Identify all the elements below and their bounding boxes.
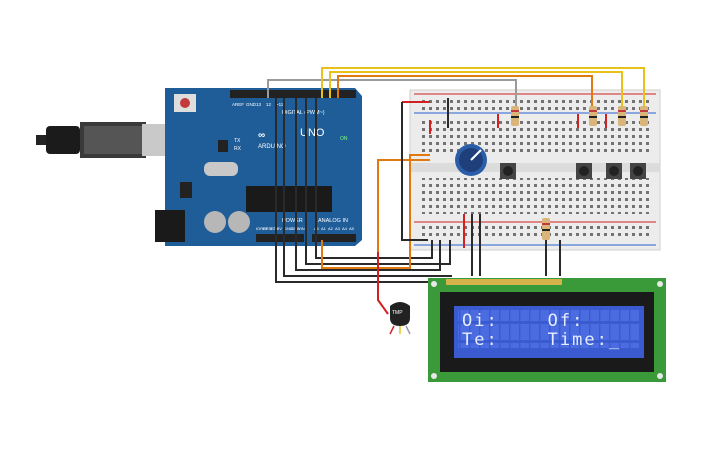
tx-label: TX [234, 138, 241, 144]
gnd-label: GND [246, 102, 257, 107]
potentiometer[interactable] [455, 144, 487, 176]
resistor-4[interactable] [640, 106, 648, 126]
analog-header[interactable] [312, 234, 356, 242]
lcd-module[interactable] [428, 278, 666, 382]
resistor-3[interactable] [618, 106, 626, 126]
sensor-label: TMP [392, 310, 403, 316]
digital-label: DIGITAL (PWM~) [282, 110, 325, 116]
power-pin-label-0: IOREF [256, 226, 269, 231]
microcontroller-chip [246, 186, 332, 212]
lcd-line-1: Oi: Of: [462, 311, 585, 331]
pin-11-label: ~11 [276, 102, 284, 107]
usb-cable[interactable] [36, 122, 168, 158]
analog-pin-label-2: A2 [328, 226, 334, 231]
power-pin-label-2: 3.3V [270, 226, 279, 231]
analog-pin-label-5: A5 [349, 226, 355, 231]
wires[interactable] [267, 67, 645, 315]
power-pin-label-1: RESET [263, 226, 277, 231]
resistor-5[interactable] [542, 218, 550, 240]
analog-pin-label-4: A4 [342, 226, 348, 231]
rx-label: RX [234, 146, 242, 152]
arduino-brand-label: ARDUINO [258, 144, 286, 150]
push-button-3[interactable] [606, 163, 622, 179]
power-header[interactable] [256, 234, 304, 242]
lcd-pin-header[interactable] [446, 279, 562, 285]
push-button-1[interactable] [500, 163, 516, 179]
analog-label: ANALOG IN [318, 218, 348, 224]
power-pin-label-3: 5V [277, 226, 282, 231]
analog-pin-label-3: A3 [335, 226, 341, 231]
power-pin-label-6: VIN [298, 226, 305, 231]
aref-label: AREF [232, 102, 244, 107]
on-led-label: ON [340, 136, 348, 142]
digital-header[interactable] [230, 90, 356, 98]
arduino-infinity-logo: ∞ [258, 130, 265, 141]
pin-12-label: 12 [266, 102, 272, 107]
lcd-line-2: Te: Time:_ [462, 330, 622, 350]
resistor-2[interactable] [589, 106, 597, 126]
temperature-sensor[interactable]: TMP [389, 302, 411, 335]
analog-pin-label-1: A1 [321, 226, 327, 231]
arduino-model-label: UNO [300, 127, 325, 139]
power-label: POWER [282, 218, 303, 224]
push-button-4[interactable] [630, 163, 646, 179]
pin-13-label: 13 [256, 102, 262, 107]
power-jack [155, 210, 185, 242]
resistor-1[interactable] [511, 106, 519, 126]
push-button-2[interactable] [576, 163, 592, 179]
power-pin-label-4: GND [284, 226, 293, 231]
arduino-board[interactable]: ∞ ARDUINO UNO DIGITAL (PWM~) ANALOG IN P… [155, 88, 362, 246]
